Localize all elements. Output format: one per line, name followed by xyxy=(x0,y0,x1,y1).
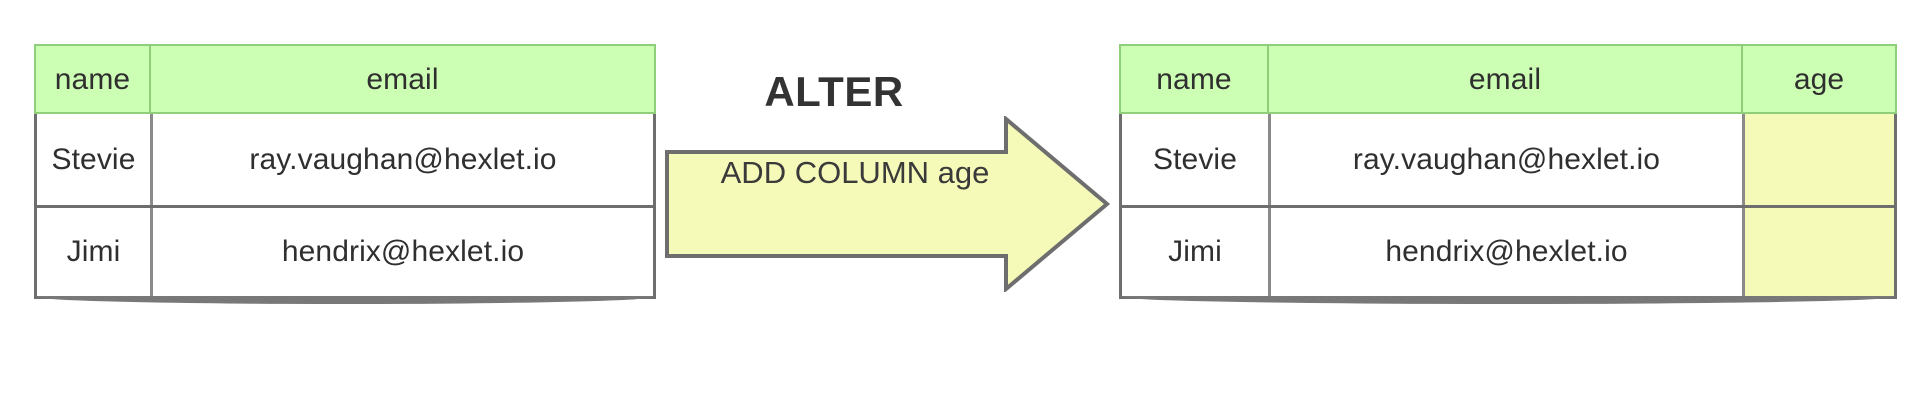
cell-email: hendrix@hexlet.io xyxy=(150,208,653,296)
row-bottom-lip xyxy=(37,294,653,304)
cell-age-empty xyxy=(1742,114,1894,205)
alter-caption: ALTER xyxy=(764,68,904,115)
cell-name: Jimi xyxy=(37,208,150,296)
users-table-after: name email age Stevie ray.vaughan@hexlet… xyxy=(1119,44,1897,304)
row-bottom-lip xyxy=(1122,294,1894,304)
table-header-row: name email age xyxy=(1119,44,1897,123)
table-row: Jimi hendrix@hexlet.io xyxy=(34,205,656,304)
cell-email: ray.vaughan@hexlet.io xyxy=(1268,114,1742,205)
cell-name: Jimi xyxy=(1122,208,1268,296)
column-header-age: age xyxy=(1741,46,1895,114)
column-header-name: name xyxy=(36,46,149,114)
cell-name: Stevie xyxy=(37,114,150,205)
cell-age-empty xyxy=(1742,208,1894,296)
table-row: Jimi hendrix@hexlet.io xyxy=(1119,205,1897,304)
users-table-before: name email Stevie ray.vaughan@hexlet.io … xyxy=(34,44,656,304)
column-header-email: email xyxy=(1267,46,1741,114)
table-header-row: name email xyxy=(34,44,656,123)
cell-email: hendrix@hexlet.io xyxy=(1268,208,1742,296)
cell-email: ray.vaughan@hexlet.io xyxy=(150,114,653,205)
cell-name: Stevie xyxy=(1122,114,1268,205)
arrow-right-icon xyxy=(665,116,1110,292)
table-row: Stevie ray.vaughan@hexlet.io xyxy=(34,114,656,213)
column-header-name: name xyxy=(1121,46,1267,114)
alter-arrow xyxy=(664,116,1110,292)
table-row: Stevie ray.vaughan@hexlet.io xyxy=(1119,114,1897,213)
column-header-email: email xyxy=(149,46,654,114)
